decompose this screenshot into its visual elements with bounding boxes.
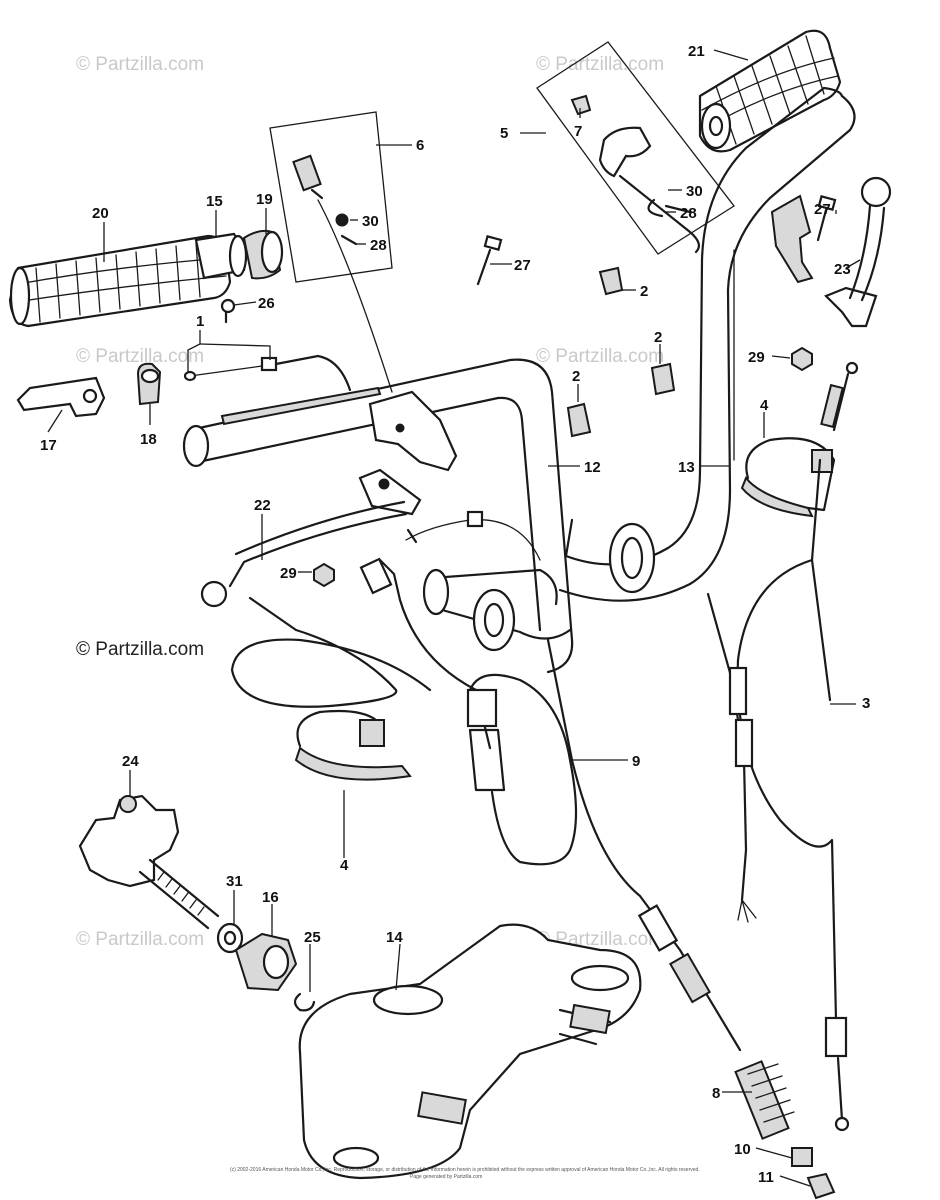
handlebar — [558, 86, 856, 602]
holder-18 — [136, 362, 162, 406]
callout-31: 31 — [226, 873, 243, 890]
group-box-6 — [269, 111, 393, 283]
throttle-sleeve — [194, 232, 248, 280]
callout-1: 1 — [196, 313, 204, 330]
callout-28: 28 — [680, 205, 697, 222]
callout-14: 14 — [386, 929, 403, 946]
bolt-27 — [476, 195, 837, 286]
knob-24 — [78, 794, 220, 930]
cable-1 — [183, 354, 352, 392]
cap-11 — [806, 1172, 836, 1200]
callout-8: 8 — [712, 1085, 720, 1102]
callout-2: 2 — [654, 329, 662, 346]
callout-6: 6 — [416, 137, 424, 154]
copyright-line-1: (c) 2002-2016 American Honda Motor Co.,I… — [230, 1167, 700, 1173]
wire-harness — [706, 592, 757, 923]
washer-31 — [216, 922, 244, 954]
callout-27: 27 — [514, 257, 531, 274]
callout-24: 24 — [122, 753, 139, 770]
callout-29: 29 — [280, 565, 297, 582]
leader-lines — [47, 49, 861, 1187]
clamp-4 — [740, 437, 836, 518]
switch-6 — [292, 154, 358, 246]
pad-2 — [566, 266, 676, 438]
callout-2: 2 — [640, 283, 648, 300]
callout-9: 9 — [632, 753, 640, 770]
callout-13: 13 — [678, 459, 695, 476]
callout-27: 27 — [814, 201, 831, 218]
switch-wire — [317, 199, 393, 393]
callout-17: 17 — [40, 437, 57, 454]
clip-25 — [293, 992, 316, 1012]
callout-21: 21 — [688, 43, 705, 60]
left-grip — [8, 234, 232, 328]
callout-23: 23 — [834, 261, 851, 278]
watermark: © Partzilla.com — [76, 929, 204, 950]
callout-11: 11 — [758, 1169, 774, 1186]
nut-29 — [313, 562, 335, 588]
cable-loop-left — [230, 596, 432, 708]
callout-26: 26 — [258, 295, 275, 312]
callout-4: 4 — [340, 857, 349, 874]
callout-18: 18 — [140, 431, 157, 448]
watermark: © Partzilla.com — [536, 54, 664, 75]
callout-15: 15 — [206, 193, 223, 210]
watermark: © Partzilla.com — [76, 639, 204, 660]
copyright-line-2: Page generated by Partzilla.com — [410, 1174, 482, 1180]
right-grip — [698, 29, 842, 153]
callouts: 1 2 2 2 3 4 4 5 6 7 8 9 10 11 12 13 14 1… — [40, 43, 870, 1186]
throttle-cable — [546, 638, 742, 1052]
nut-16 — [234, 932, 298, 992]
callout-4: 4 — [760, 397, 769, 414]
spring-8 — [734, 1060, 795, 1140]
watermark: © Partzilla.com — [76, 346, 204, 367]
watermark: © Partzilla.com — [536, 346, 664, 367]
wire-9 — [359, 510, 578, 866]
callout-28: 28 — [370, 237, 387, 254]
clutch-lever — [200, 468, 422, 608]
nut-29 — [791, 346, 813, 372]
callout-19: 19 — [256, 191, 273, 208]
front-brake-lever — [824, 176, 892, 328]
top-bridge — [298, 923, 642, 1180]
callout-7: 7 — [574, 123, 582, 140]
fitting-10 — [791, 1147, 813, 1167]
callout-5: 5 — [500, 125, 508, 142]
callout-25: 25 — [304, 929, 321, 946]
callout-12: 12 — [584, 459, 601, 476]
callout-16: 16 — [262, 889, 279, 906]
callout-30: 30 — [362, 213, 379, 230]
callout-29: 29 — [748, 349, 765, 366]
callout-30: 30 — [686, 183, 703, 200]
callout-10: 10 — [734, 1141, 751, 1158]
callout-2: 2 — [572, 368, 580, 385]
brake-cable-3 — [736, 361, 859, 1132]
callout-3: 3 — [862, 695, 870, 712]
left-bar — [182, 358, 574, 674]
screw-26 — [220, 298, 236, 324]
lever-17 — [16, 376, 106, 418]
inner-bar — [422, 568, 572, 652]
lever-bracket-5 — [570, 94, 700, 254]
callout-20: 20 — [92, 205, 109, 222]
clamp-4 — [294, 709, 412, 781]
watermark: © Partzilla.com — [76, 54, 204, 75]
callout-22: 22 — [254, 497, 271, 514]
group-box-5 — [536, 41, 735, 255]
throttle-cap — [242, 229, 284, 280]
